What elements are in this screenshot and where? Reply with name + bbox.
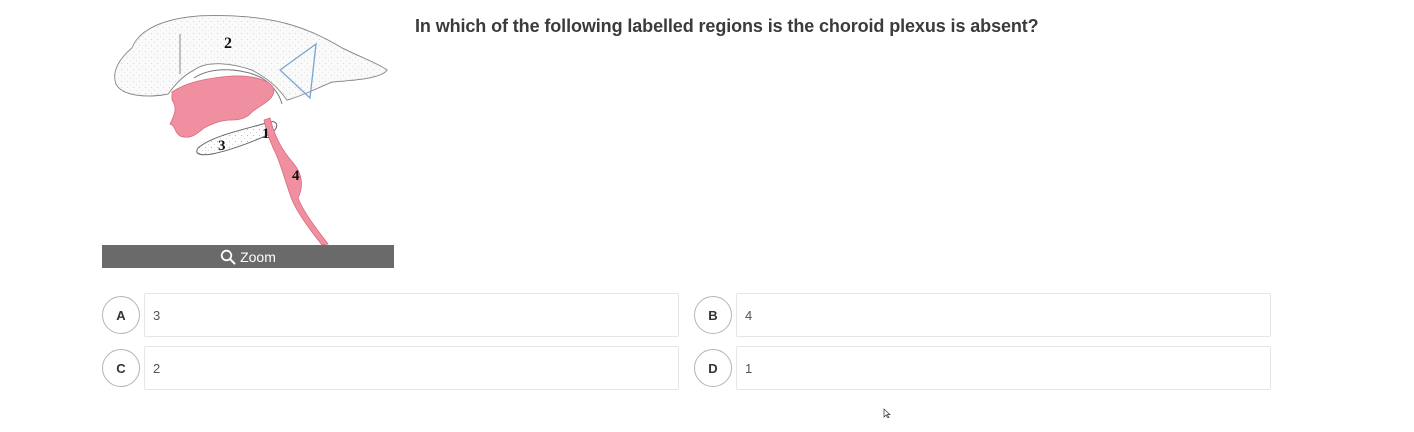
option-a-value: 3 — [153, 307, 161, 323]
zoom-button[interactable]: Zoom — [102, 245, 394, 268]
zoom-label: Zoom — [240, 248, 276, 265]
third-ventricle — [169, 75, 275, 138]
option-b-letter[interactable]: B — [694, 296, 732, 334]
option-d-value: 1 — [745, 360, 753, 376]
option-a[interactable]: A 3 — [102, 293, 679, 337]
option-c-answer[interactable]: 2 — [144, 346, 679, 390]
search-icon — [220, 249, 236, 264]
option-b-answer[interactable]: 4 — [736, 293, 1271, 337]
fourth-ventricle — [263, 117, 329, 245]
option-b[interactable]: B 4 — [694, 293, 1271, 337]
option-c-letter[interactable]: C — [102, 349, 140, 387]
diagram-label-3: 3 — [218, 138, 226, 154]
option-b-value: 4 — [745, 307, 753, 323]
ventricle-drawing: 2 1 3 4 — [114, 15, 388, 245]
option-a-letter[interactable]: A — [102, 296, 140, 334]
mouse-cursor-icon — [883, 408, 891, 418]
diagram-label-1: 1 — [262, 126, 270, 142]
question-text: In which of the following labelled regio… — [415, 16, 1039, 36]
ventricle-diagram: 2 1 3 4 Zoom — [102, 8, 394, 268]
option-a-answer[interactable]: 3 — [144, 293, 679, 337]
option-d-letter[interactable]: D — [694, 349, 732, 387]
option-d-answer[interactable]: 1 — [736, 346, 1271, 390]
diagram-label-2: 2 — [224, 35, 232, 52]
option-c[interactable]: C 2 — [102, 346, 679, 390]
diagram-label-4: 4 — [292, 168, 300, 184]
option-c-value: 2 — [153, 360, 161, 376]
option-d[interactable]: D 1 — [694, 346, 1271, 390]
